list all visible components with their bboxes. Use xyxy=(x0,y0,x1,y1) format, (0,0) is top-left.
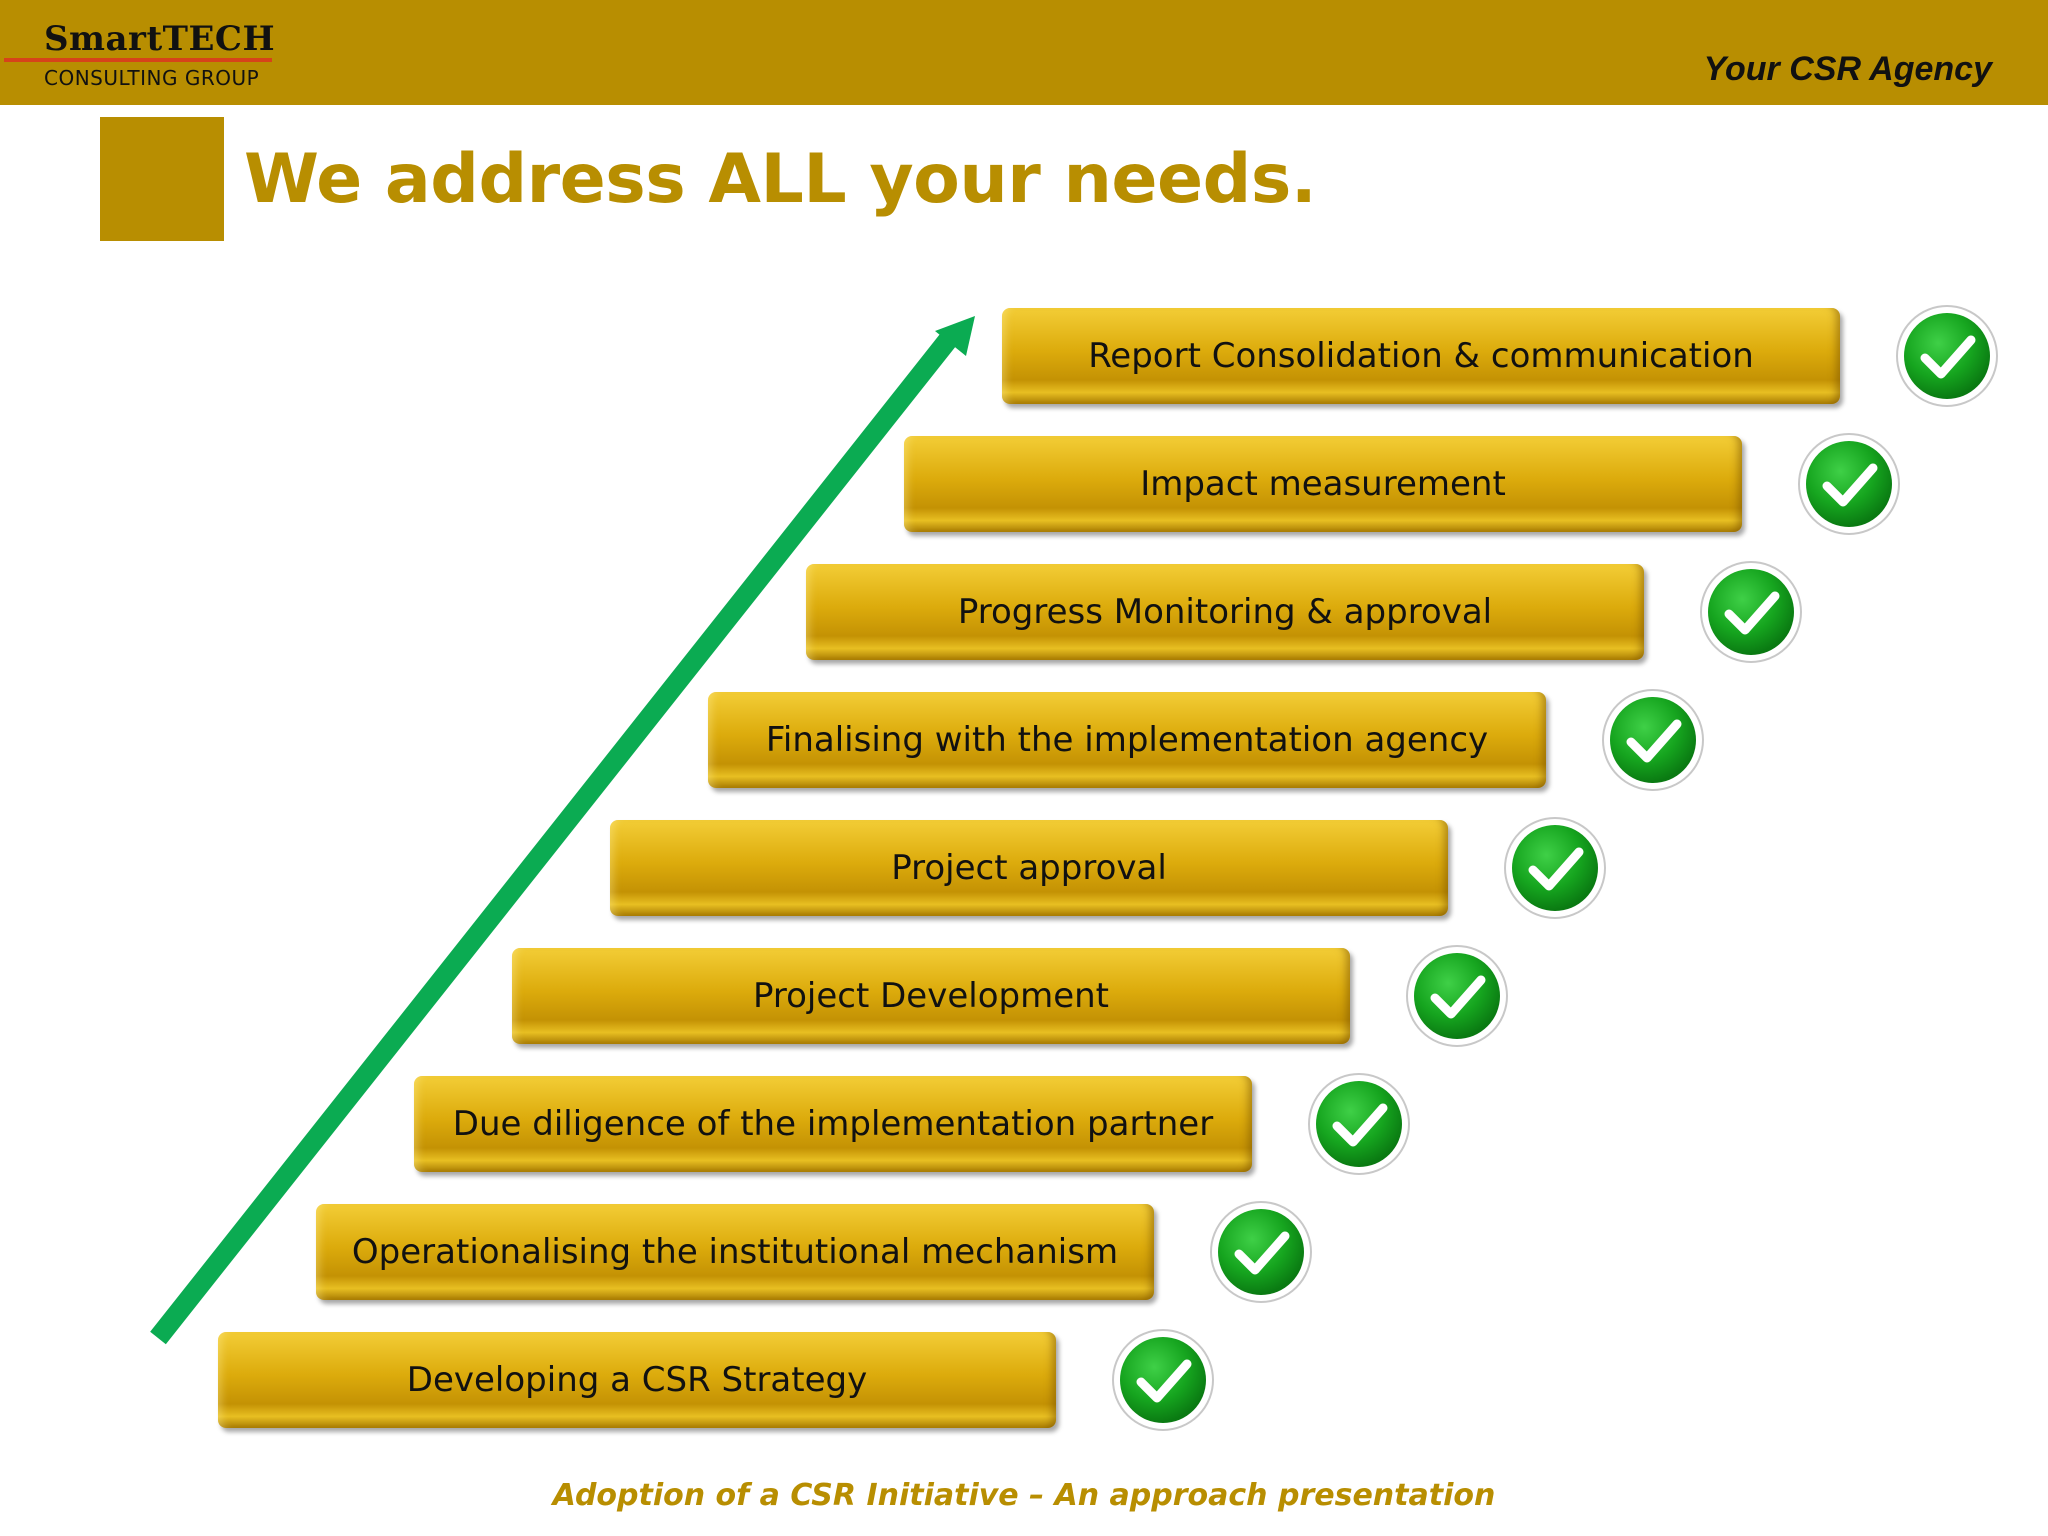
step-label: Developing a CSR Strategy xyxy=(406,1360,868,1400)
check-icon xyxy=(1308,1073,1410,1175)
title-accent-square xyxy=(100,117,224,241)
check-icon xyxy=(1700,561,1802,663)
header-bar: SmartTECH CONSULTING GROUP Your CSR Agen… xyxy=(0,0,2048,105)
check-icon xyxy=(1504,817,1606,919)
check-icon xyxy=(1798,433,1900,535)
check-icon xyxy=(1406,945,1508,1047)
step-bar: Due diligence of the implementation part… xyxy=(414,1076,1252,1172)
step-bar: Operationalising the institutional mecha… xyxy=(316,1204,1154,1300)
step-label: Operationalising the institutional mecha… xyxy=(351,1232,1119,1272)
step-label: Impact measurement xyxy=(1140,464,1506,504)
step-bar: Developing a CSR Strategy xyxy=(218,1332,1056,1428)
step-label: Report Consolidation & communication xyxy=(1088,336,1754,376)
check-icon xyxy=(1602,689,1704,791)
check-icon xyxy=(1896,305,1998,407)
step-label: Project approval xyxy=(891,848,1167,888)
company-logo: SmartTECH CONSULTING GROUP xyxy=(4,19,276,90)
step-bar: Progress Monitoring & approval xyxy=(806,564,1644,660)
logo-sub-text: CONSULTING GROUP xyxy=(44,66,260,90)
logo-underline xyxy=(4,58,272,62)
step-label: Project Development xyxy=(752,976,1110,1016)
slide-title: We address ALL your needs. xyxy=(244,140,1317,219)
step-bar: Impact measurement xyxy=(904,436,1742,532)
logo-main-text: SmartTECH xyxy=(44,19,276,59)
tagline: Your CSR Agency xyxy=(1703,50,1992,88)
step-label: Finalising with the implementation agenc… xyxy=(765,720,1489,760)
check-icon xyxy=(1210,1201,1312,1303)
footer-caption: Adoption of a CSR Initiative – An approa… xyxy=(552,1478,1496,1513)
step-label: Progress Monitoring & approval xyxy=(957,592,1493,632)
step-bar: Finalising with the implementation agenc… xyxy=(708,692,1546,788)
step-bar: Project Development xyxy=(512,948,1350,1044)
check-icon xyxy=(1112,1329,1214,1431)
step-label: Due diligence of the implementation part… xyxy=(452,1104,1214,1144)
step-bar: Project approval xyxy=(610,820,1448,916)
step-bar: Report Consolidation & communication xyxy=(1002,308,1840,404)
